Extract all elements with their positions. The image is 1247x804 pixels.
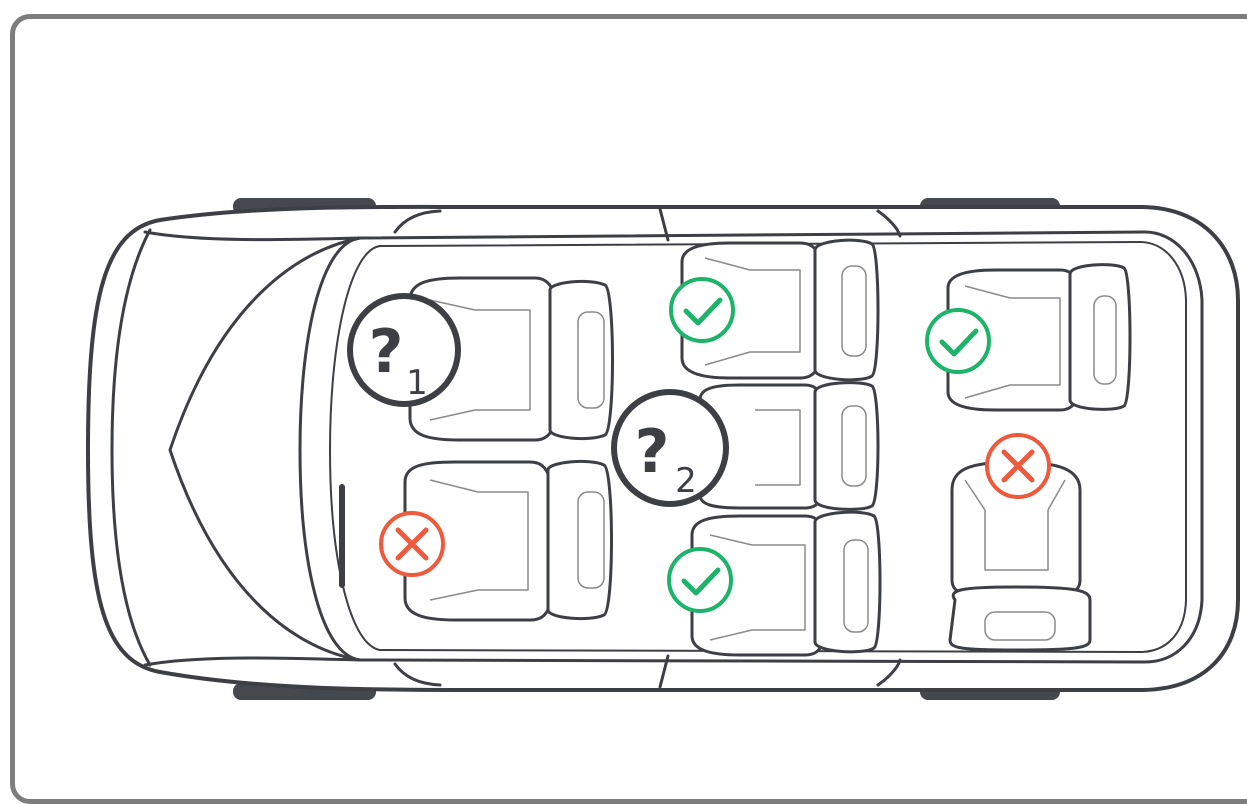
- windshield-line: [110, 228, 152, 667]
- unknown-index-1: 1: [406, 363, 428, 403]
- door-seam-bottom: [393, 654, 902, 689]
- third-row-left-seat-shape: [946, 263, 1132, 412]
- front-passenger-seat-shape: [403, 459, 613, 622]
- roof-inner: [298, 230, 1204, 664]
- check-icon: [925, 308, 991, 374]
- third-row-right-seat-shape: [948, 460, 1092, 652]
- seat-markers: ? 1 ? 2: [347, 277, 1051, 613]
- question-mark-icon: ? 2: [611, 389, 729, 507]
- cross-icon: [379, 511, 445, 577]
- unknown-glyph-2: ?: [635, 417, 670, 487]
- check-icon: [667, 547, 733, 613]
- check-icon: [669, 277, 735, 343]
- cabin-floor: [329, 241, 1187, 653]
- cross-icon: [985, 433, 1051, 499]
- unknown-glyph-1: ?: [369, 317, 404, 387]
- hood-curve: [143, 230, 362, 667]
- second-row-left-seat-shape: [680, 238, 880, 382]
- question-mark-icon: ? 1: [347, 293, 461, 407]
- door-seam-top: [393, 207, 902, 242]
- unknown-index-2: 2: [675, 461, 697, 501]
- second-row-center-seat-shape: [698, 381, 880, 511]
- second-row-right-seat-shape: [690, 510, 882, 657]
